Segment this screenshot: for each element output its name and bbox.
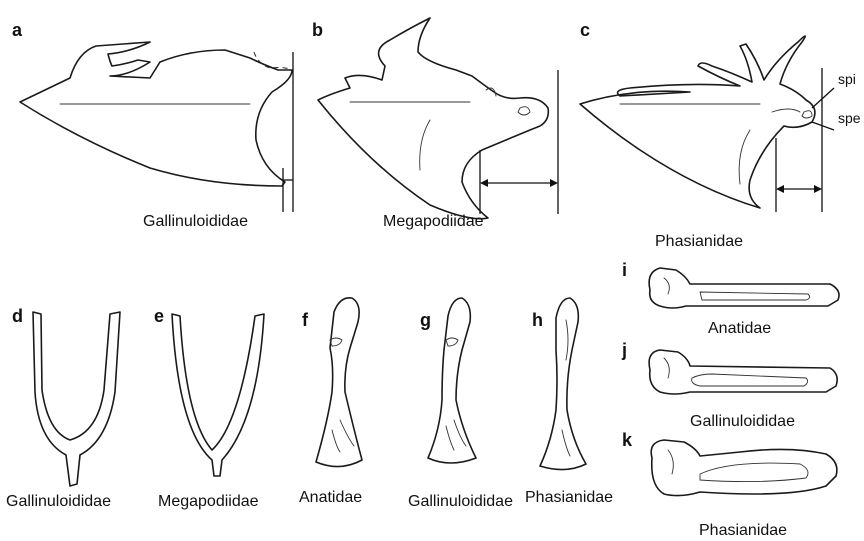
panel-c-caption: Phasianidae [655, 233, 743, 250]
panel-j-letter: j [621, 340, 627, 360]
panel-k-caption: Phasianidae [699, 522, 787, 539]
panel-c-spe-leader [812, 122, 834, 130]
panel-i-bone [649, 268, 839, 308]
panel-k: k Phasianidae [622, 430, 837, 539]
panel-e-furcula [172, 314, 264, 476]
panel-d-furcula [33, 312, 120, 486]
panel-h-caption: Phasianidae [525, 489, 613, 506]
panel-f-letter: f [302, 310, 309, 330]
panel-c: c spi spe Phasianidae [580, 20, 861, 250]
panel-j-caption: Gallinuloididae [690, 413, 795, 430]
panel-b: b Megapodiidae [312, 18, 558, 230]
panel-h: h Phasianidae [525, 298, 613, 506]
panel-e: e Megapodiidae [154, 306, 264, 510]
panel-a-sternum [20, 42, 292, 186]
panel-b-sternum [318, 18, 548, 219]
panel-g-coracoid [428, 298, 476, 463]
panel-g: g Gallinuloididae [408, 298, 513, 510]
panel-c-letter: c [580, 20, 590, 40]
panel-f: f Anatidae [299, 298, 362, 506]
panel-k-letter: k [622, 430, 633, 450]
panel-d: d Gallinuloididae [6, 306, 120, 510]
panel-a: a Gallinuloididae [12, 20, 293, 230]
panel-b-caption: Megapodiidae [383, 213, 484, 230]
panel-c-spi-leader [812, 88, 834, 108]
panel-c-spe-label: spe [838, 110, 861, 126]
panel-f-caption: Anatidae [299, 489, 362, 506]
panel-e-letter: e [154, 306, 164, 326]
panel-j: j Gallinuloididae [621, 340, 837, 430]
panel-j-bone [649, 350, 837, 394]
panel-c-spi-label: spi [838, 71, 856, 87]
panel-e-caption: Megapodiidae [158, 493, 259, 510]
panel-d-caption: Gallinuloididae [6, 493, 111, 510]
panel-i: i Anatidae [622, 260, 839, 337]
panel-f-coracoid [316, 298, 362, 467]
panel-d-letter: d [12, 306, 23, 326]
panel-i-letter: i [622, 260, 627, 280]
panel-a-letter: a [12, 20, 23, 40]
panel-c-sternum [580, 36, 815, 208]
panel-a-caption: Gallinuloididae [143, 213, 248, 230]
panel-b-letter: b [312, 20, 323, 40]
panel-g-caption: Gallinuloididae [408, 493, 513, 510]
panel-i-caption: Anatidae [708, 320, 771, 337]
panel-k-bone [651, 440, 837, 496]
panel-h-coracoid [540, 298, 586, 470]
panel-g-letter: g [420, 310, 431, 330]
panel-h-letter: h [532, 310, 543, 330]
